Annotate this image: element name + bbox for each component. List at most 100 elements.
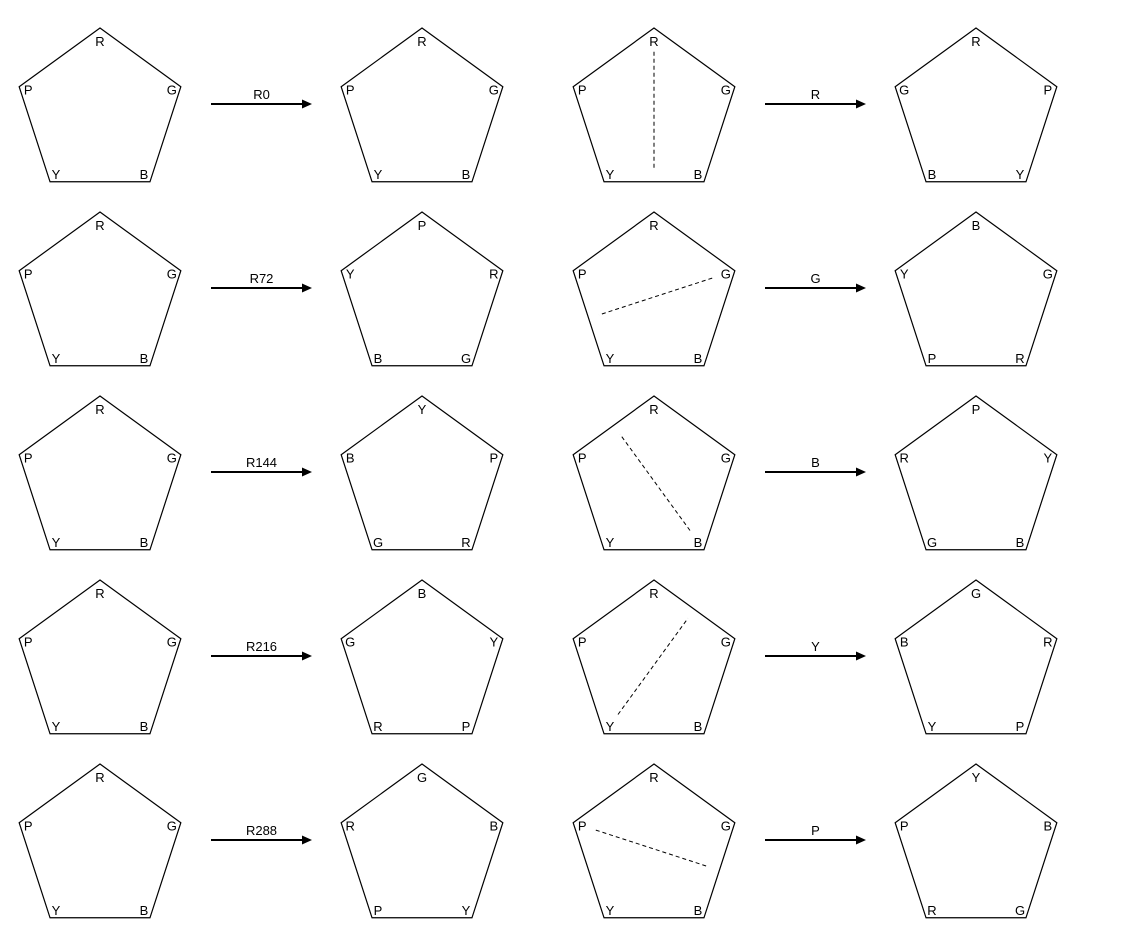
vertex-label: P: [578, 83, 587, 98]
pentagon-outline: [572, 763, 736, 919]
vertex-label: R: [649, 218, 658, 233]
pentagon-outline: [18, 211, 182, 367]
vertex-label: P: [24, 635, 33, 650]
operation-label: R0: [253, 87, 270, 102]
vertex-label: P: [24, 451, 33, 466]
arrow-head: [856, 651, 866, 661]
vertex-label: R: [649, 34, 658, 49]
vertex-label: R: [489, 267, 498, 282]
vertex-label: B: [928, 167, 937, 182]
vertex-label: R: [649, 586, 658, 601]
vertex-label: B: [900, 635, 909, 650]
pentagon-outline: [18, 27, 182, 183]
arrow-head: [856, 467, 866, 477]
vertex-label: Y: [972, 770, 981, 785]
vertex-label: R: [649, 770, 658, 785]
vertex-label: G: [721, 451, 731, 466]
vertex-label: P: [578, 451, 587, 466]
arrow-head: [856, 283, 866, 293]
vertex-label: G: [167, 267, 177, 282]
vertex-label: P: [578, 267, 587, 282]
vertex-label: G: [167, 451, 177, 466]
vertex-label: Y: [489, 635, 498, 650]
vertex-label: G: [721, 83, 731, 98]
pentagon-outline: [572, 395, 736, 551]
reflection-axis: [619, 433, 691, 531]
pentagon-outline: [894, 763, 1058, 919]
vertex-label: P: [900, 819, 909, 834]
pentagon-outline: [18, 763, 182, 919]
pentagon-outline: [340, 211, 504, 367]
operation-label: G: [810, 271, 820, 286]
vertex-label: G: [1043, 267, 1053, 282]
vertex-label: G: [167, 83, 177, 98]
vertex-label: Y: [606, 535, 615, 550]
arrow-head: [302, 99, 312, 109]
arrow-head: [302, 835, 312, 845]
vertex-label: R: [971, 34, 980, 49]
vertex-label: R: [417, 34, 426, 49]
vertex-label: R: [649, 402, 658, 417]
vertex-label: P: [972, 402, 981, 417]
pentagon-outline: [340, 579, 504, 735]
operation-label: R288: [246, 823, 277, 838]
operation-label: R216: [246, 639, 277, 654]
vertex-label: P: [24, 83, 33, 98]
vertex-label: P: [578, 819, 587, 834]
vertex-label: P: [1016, 719, 1025, 734]
operation-label: Y: [811, 639, 820, 654]
operation-label: R: [811, 87, 820, 102]
vertex-label: R: [95, 218, 104, 233]
pentagon-outline: [18, 579, 182, 735]
reflection-arrow: Y: [765, 639, 866, 661]
vertex-label: P: [418, 218, 427, 233]
arrow-head: [856, 835, 866, 845]
vertex-label: Y: [346, 267, 355, 282]
rotation-arrow: R216: [211, 639, 312, 661]
vertex-label: P: [928, 351, 937, 366]
vertex-label: B: [140, 903, 149, 918]
vertex-label: B: [489, 819, 498, 834]
vertex-label: Y: [52, 351, 61, 366]
vertex-label: Y: [606, 719, 615, 734]
vertex-label: Y: [606, 351, 615, 366]
vertex-label: P: [462, 719, 471, 734]
vertex-label: G: [1015, 903, 1025, 918]
vertex-label: Y: [52, 903, 61, 918]
reflection-arrow: P: [765, 823, 866, 845]
vertex-label: G: [721, 267, 731, 282]
vertex-label: P: [24, 819, 33, 834]
vertex-label: Y: [52, 719, 61, 734]
arrow-head: [302, 283, 312, 293]
reflection-axis: [598, 277, 713, 316]
vertex-label: Y: [606, 903, 615, 918]
vertex-label: R: [95, 34, 104, 49]
operation-label: R144: [246, 455, 277, 470]
vertex-label: P: [24, 267, 33, 282]
vertex-label: R: [1015, 351, 1024, 366]
reflection-axis: [617, 617, 689, 715]
vertex-label: B: [1043, 819, 1052, 834]
arrow-head: [302, 651, 312, 661]
vertex-label: P: [1043, 83, 1052, 98]
pentagon-outline: [340, 395, 504, 551]
vertex-label: G: [373, 535, 383, 550]
vertex-label: P: [346, 83, 355, 98]
pentagon-outline: [894, 211, 1058, 367]
vertex-label: R: [1043, 635, 1052, 650]
vertex-label: Y: [1043, 451, 1052, 466]
vertex-label: G: [417, 770, 427, 785]
vertex-label: B: [346, 451, 355, 466]
